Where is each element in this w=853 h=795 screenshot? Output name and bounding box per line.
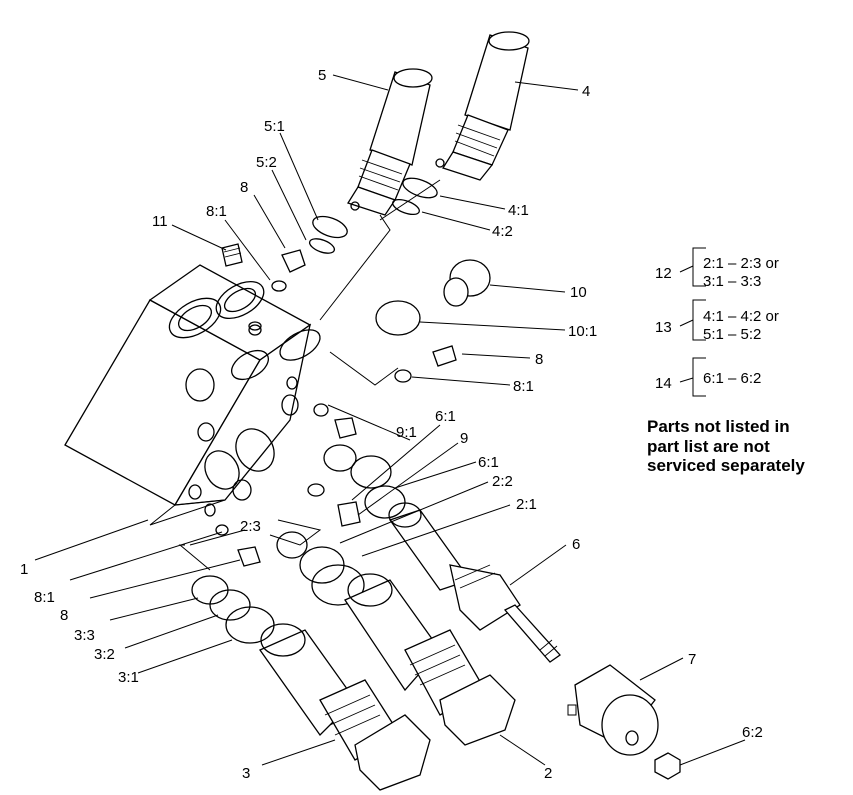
callout-10-1: 10:1	[568, 323, 597, 340]
cartridge-valve-5	[347, 68, 433, 216]
callout-4-1: 4:1	[508, 202, 529, 219]
callout-5-2: 5:2	[256, 154, 277, 171]
callout-11: 11	[152, 213, 168, 230]
callout-4: 4	[582, 83, 590, 100]
plug-10	[443, 259, 491, 307]
manifold-block	[64, 264, 321, 526]
callout-8-upper: 8	[240, 179, 248, 196]
callout-6: 6	[572, 536, 580, 553]
callout-3-3: 3:3	[74, 627, 95, 644]
cartridge-valve-6	[388, 502, 561, 663]
kit-number: 13	[655, 319, 672, 336]
leader-lines	[34, 74, 746, 766]
kit-line2: 3:1 – 3:3	[703, 273, 761, 290]
callout-6-2: 6:2	[742, 724, 763, 741]
callout-9-1: 9:1	[396, 424, 417, 441]
service-note: Parts not listed in part list are not se…	[647, 417, 805, 475]
solenoid-coil-7	[567, 664, 659, 756]
callout-1: 1	[20, 561, 28, 578]
kit-number: 12	[655, 265, 672, 282]
cartridge-valve-3	[259, 623, 431, 791]
nut-6-2	[654, 752, 681, 780]
callout-3-1: 3:1	[118, 669, 139, 686]
kit-13: 13 4:1 – 4:2 or 5:1 – 5:2	[655, 299, 779, 343]
callout-5: 5	[318, 67, 326, 84]
plug-11	[221, 243, 243, 267]
callout-5-1: 5:1	[264, 118, 285, 135]
kit-line1: 4:1 – 4:2 or	[703, 308, 779, 325]
kit-line1: 6:1 – 6:2	[703, 370, 761, 387]
kit-12: 12 2:1 – 2:3 or 3:1 – 3:3	[655, 247, 779, 290]
callout-7: 7	[688, 651, 696, 668]
callout-labels: 5 4 5:1 5:2 8 8:1 11 4:1 4:2 10 10:1 8 8…	[20, 67, 763, 782]
cartridge-valve-2	[344, 573, 516, 746]
callout-3-2: 3:2	[94, 646, 115, 663]
note-line-2: part list are not	[647, 437, 770, 456]
callout-6-1-top: 6:1	[435, 408, 456, 425]
kit-line2: 5:1 – 5:2	[703, 326, 761, 343]
callout-2-2: 2:2	[492, 473, 513, 490]
callout-3: 3	[242, 765, 250, 782]
kit-line1: 2:1 – 2:3 or	[703, 255, 779, 272]
callout-10: 10	[570, 284, 587, 301]
callout-9: 9	[460, 430, 468, 447]
note-line-3: serviced separately	[647, 456, 805, 475]
callout-8-1-right: 8:1	[513, 378, 534, 395]
kit-legend: 12 2:1 – 2:3 or 3:1 – 3:3 13 4:1 – 4:2 o…	[655, 247, 779, 397]
callout-6-1-lower: 6:1	[478, 454, 499, 471]
callout-2-3: 2:3	[240, 518, 261, 535]
callout-8-1-upper: 8:1	[206, 203, 227, 220]
callout-2-1: 2:1	[516, 496, 537, 513]
note-line-1: Parts not listed in	[647, 417, 790, 436]
kit-number: 14	[655, 375, 672, 392]
callout-4-2: 4:2	[492, 223, 513, 240]
cartridge-valve-4	[435, 31, 530, 181]
callout-2: 2	[544, 765, 552, 782]
kit-14: 14 6:1 – 6:2	[655, 357, 761, 397]
callout-8-lower: 8	[60, 607, 68, 624]
callout-8-1-lower: 8:1	[34, 589, 55, 606]
callout-8-right: 8	[535, 351, 543, 368]
